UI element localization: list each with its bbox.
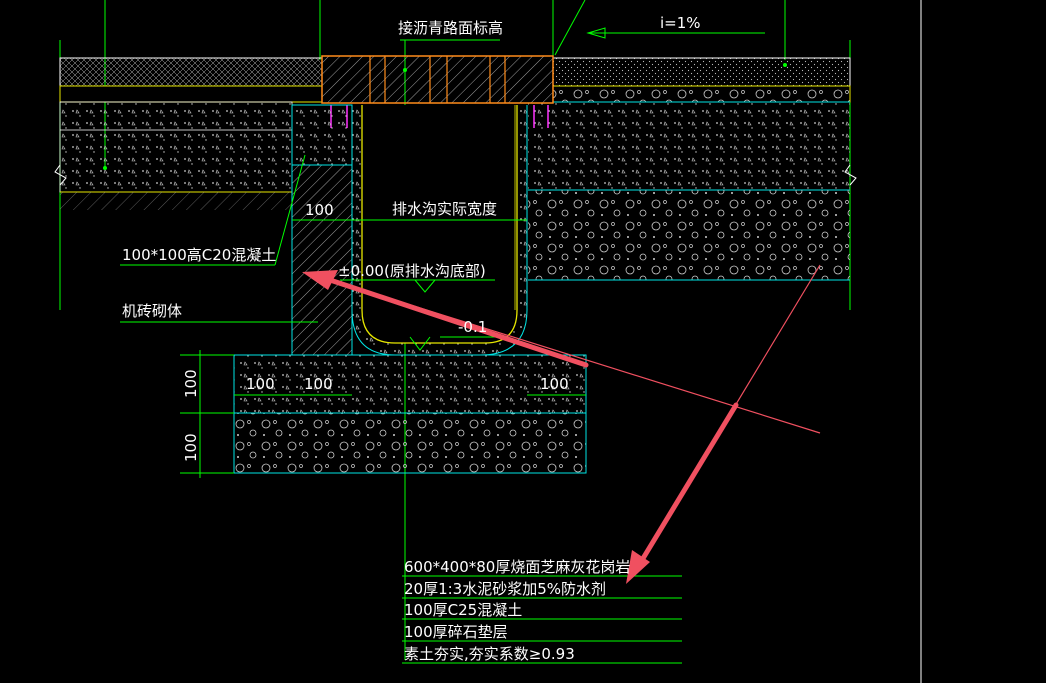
bottom-marker [409, 336, 431, 351]
width-label: 排水沟实际宽度 [392, 200, 497, 218]
dim-left1-100: 100 [246, 375, 275, 393]
layer-3: 100厚C25混凝土 [404, 601, 522, 619]
left-earth [60, 192, 292, 210]
right-paving [552, 57, 851, 87]
elev-marker [414, 279, 436, 293]
dim-v-bottom-100: 100 [182, 433, 200, 462]
dim-v-top-100: 100 [182, 369, 200, 398]
dim-lines [120, 32, 765, 478]
bottom-mark-label: -0.1 [458, 318, 487, 336]
layer-4: 100厚碎石垫层 [404, 623, 508, 641]
dim-right-100: 100 [540, 375, 569, 393]
right-base [552, 85, 851, 103]
brick-callout: 机砖砌体 [122, 302, 182, 320]
dim-top-100: 100 [305, 201, 334, 219]
base-slab-top [233, 354, 587, 414]
right-gravel [528, 190, 850, 280]
left-concrete [59, 101, 293, 193]
left-mortar [59, 85, 323, 103]
left-paving [59, 57, 323, 87]
dim-left2-100: 100 [304, 375, 333, 393]
left-wall-concrete [291, 104, 353, 166]
slope-label: i=1% [660, 14, 701, 32]
leader-diagonal [554, 0, 586, 56]
title-label: 接沥青路面标高 [398, 19, 503, 37]
layer-1: 600*400*80厚烧面芝麻灰花岗岩 [404, 558, 630, 576]
channel-inner [361, 105, 518, 344]
grate-bars [369, 56, 506, 103]
layer-5: 素土夯实,夯实系数≥0.93 [404, 645, 575, 663]
concrete-callout: 100*100高C20混凝土 [122, 246, 276, 264]
left-wall-brick [291, 164, 353, 356]
layer-table-lines [402, 575, 682, 664]
base-slab-gravel [233, 412, 587, 474]
layer-2: 20厚1:3水泥砂浆加5%防水剂 [404, 580, 606, 598]
drain-grate [321, 55, 554, 104]
elevation-label: ±0.00(原排水沟底部) [338, 262, 486, 280]
red-annotations [302, 264, 821, 584]
slope-arrow [586, 27, 606, 39]
right-concrete [528, 102, 850, 190]
